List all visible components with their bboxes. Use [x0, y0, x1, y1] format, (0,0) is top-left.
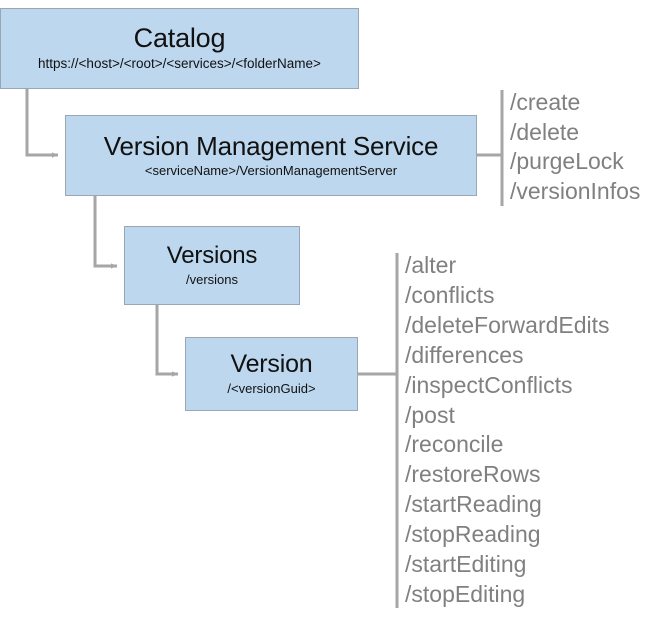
operation-list-version-management-service: /create /delete /purgeLock /versionInfos: [510, 88, 640, 206]
node-versions[interactable]: Versions /versions: [124, 226, 300, 305]
operation-item[interactable]: /versionInfos: [510, 177, 641, 204]
operation-item[interactable]: /stopReading: [405, 521, 541, 548]
connector-catalog-to-vms: [25, 89, 59, 158]
operation-item[interactable]: /delete: [510, 118, 580, 145]
operation-item[interactable]: /conflicts: [405, 281, 495, 308]
operation-item[interactable]: /startEditing: [405, 551, 527, 578]
operation-item[interactable]: /alter: [405, 252, 457, 278]
node-version-title: Version: [230, 350, 313, 379]
connector-versions-to-version: [155, 305, 179, 377]
operation-item[interactable]: /post: [405, 401, 455, 428]
node-versions-subtitle: /versions: [185, 272, 239, 288]
node-catalog-subtitle: https://<host>/<root>/<services>/<folder…: [38, 56, 321, 72]
operation-item[interactable]: /differences: [405, 341, 524, 368]
node-version[interactable]: Version /<versionGuid>: [185, 337, 358, 411]
operation-item[interactable]: /purgeLock: [510, 148, 624, 175]
node-version-management-service-subtitle: <serviceName>/VersionManagementServer: [144, 163, 398, 179]
node-version-subtitle: /<versionGuid>: [227, 381, 316, 397]
node-versions-title: Versions: [166, 242, 258, 270]
operation-item[interactable]: /inspectConflicts: [405, 371, 573, 398]
operation-item[interactable]: /stopEditing: [405, 580, 526, 607]
connector-version-to-operations: [358, 253, 399, 608]
connector-vms-to-versions: [93, 196, 118, 269]
operation-item[interactable]: /reconcile: [405, 431, 504, 458]
operation-item[interactable]: /restoreRows: [405, 461, 541, 488]
operation-item[interactable]: /create: [510, 89, 581, 115]
node-version-management-service-title: Version Management Service: [103, 131, 439, 162]
operation-item[interactable]: /startReading: [405, 491, 542, 518]
node-catalog-title: Catalog: [133, 23, 226, 54]
operation-list-version: /alter /conflicts /deleteForwardEdits /d…: [405, 251, 610, 610]
connector-vms-to-operations: [477, 90, 504, 206]
node-version-management-service[interactable]: Version Management Service <serviceName>…: [65, 115, 477, 196]
operation-item[interactable]: /deleteForwardEdits: [405, 311, 610, 338]
node-catalog[interactable]: Catalog https://<host>/<root>/<services>…: [0, 8, 359, 89]
